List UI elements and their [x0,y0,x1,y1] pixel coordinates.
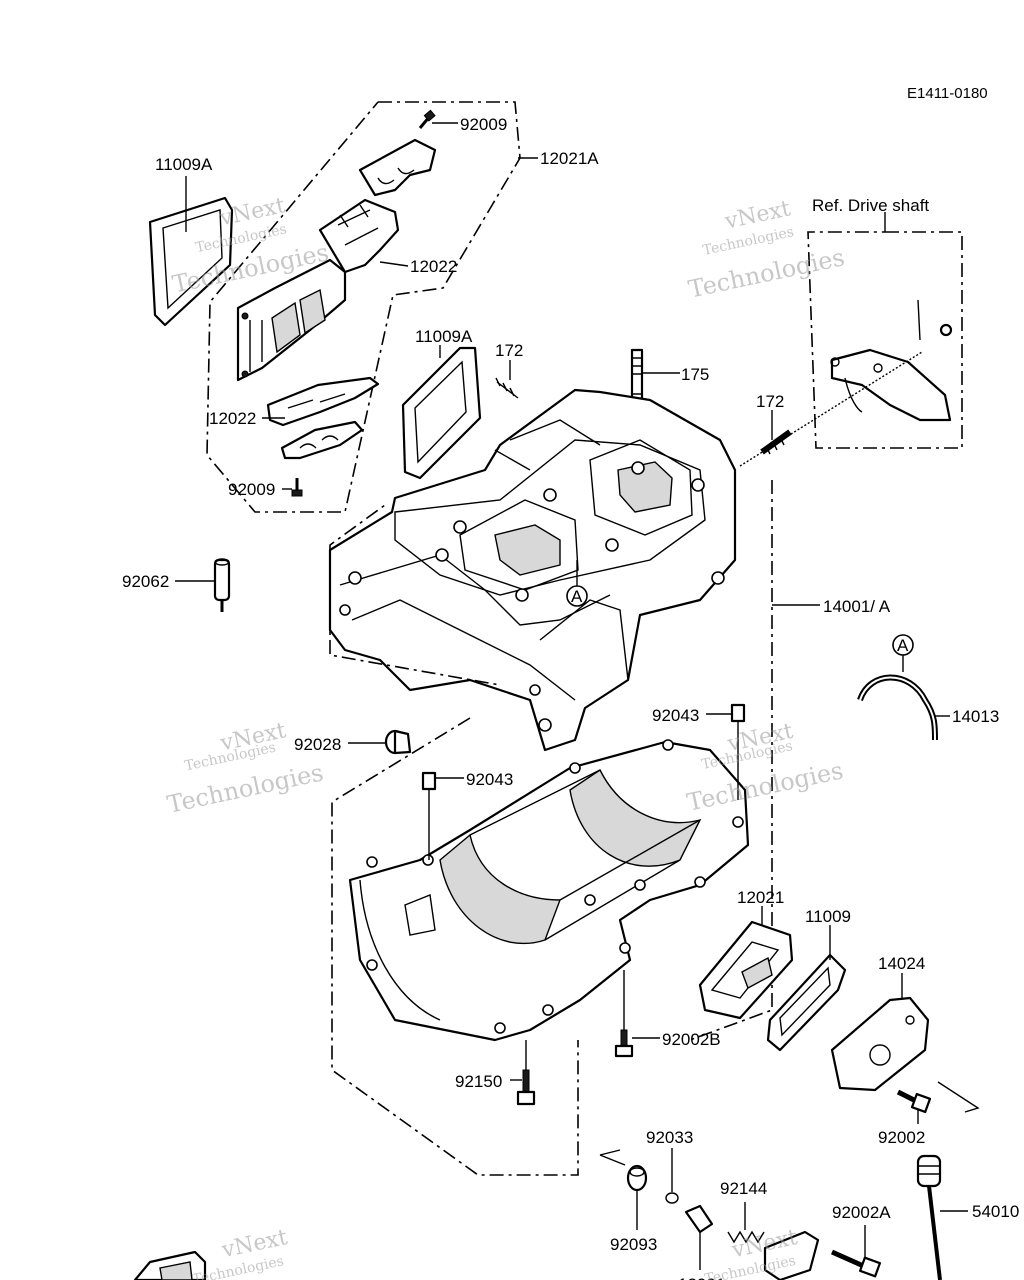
label-12021: 12021 [737,888,784,907]
label-54010: 54010 [972,1202,1019,1221]
plug-92028 [384,729,412,755]
label-12021A: 12021A [540,149,599,168]
reference-marker-a-upper: A [566,560,588,607]
label-12022-top: 12022 [410,257,457,276]
gasket-11009A-middle [401,346,482,480]
gasket-11009A-left [148,196,234,327]
label-92043-left: 92043 [466,770,513,789]
label-92002: 92002 [878,1128,925,1147]
label-11009: 11009 [805,907,851,926]
label-92093: 92093 [610,1235,657,1254]
crankcase-group-outline [329,480,773,1176]
label-14024: 14024 [878,954,925,973]
watermark-mid-left: vNext Technologies Technologies [165,718,326,819]
pin-92043-left [421,771,437,791]
cover-bottom-left-partial [133,1250,207,1280]
pin-92043-right [730,703,746,723]
upper-crankcase [328,388,737,752]
reed-valve-assembly-12021A [236,109,437,497]
circlip-92033 [665,1192,679,1204]
lever-partial [763,1230,820,1280]
label-92002A: 92002A [832,1203,891,1222]
cover-14024 [830,996,930,1092]
label-92144: 92144 [720,1179,767,1198]
dipstick-54010 [916,1154,942,1280]
label-92009-bottom: 92009 [228,480,275,499]
dowel-92062 [213,558,231,612]
label-14001A: 14001/ A [823,597,891,616]
label-92033: 92033 [646,1128,693,1147]
drive-shaft-reference [807,231,963,449]
bolt-92002A [830,1249,882,1278]
label-175: 175 [681,365,709,384]
spring-92144 [727,1230,765,1244]
reed-valve-group-outline [206,101,521,513]
watermark-bottom-left: vNext Technologies [191,1225,289,1280]
label-92043-right: 92043 [652,706,699,725]
bolt-92009-top [418,109,436,129]
reed-valve-12021 [698,920,794,1020]
callout-labels: 92009 12021A 11009A 12022 11009A 172 175… [122,115,1019,1280]
label-92028: 92028 [294,735,341,754]
direction-arrow-right [937,1081,980,1113]
seal-92093 [626,1164,648,1192]
label-11009A-middle: 11009A [415,327,473,346]
bolt-92002B [614,1029,634,1058]
label-92002B: 92002B [662,1030,721,1049]
svg-text:A: A [897,636,909,655]
plunger-12001-partial [684,1204,714,1234]
stud-172-right [760,429,792,455]
label-92150: 92150 [455,1072,502,1091]
label-172-right: 172 [756,392,784,411]
label-92009-top: 92009 [460,115,507,134]
diagram-code: E1411-0180 [907,85,988,102]
bolt-92002 [896,1089,932,1114]
svg-text:A: A [571,587,583,606]
label-12001-partial: 12001 [678,1275,725,1280]
label-92062: 92062 [122,572,169,591]
label-14013: 14013 [952,707,999,726]
label-ref-drive-shaft: Ref. Drive shaft [812,196,929,215]
lower-crankcase [348,739,750,1042]
leader-lines [175,122,968,1270]
thrust-ring-14013 [857,674,938,741]
bolt-92150 [516,1069,536,1106]
label-11009A-left: 11009A [155,155,213,174]
label-12022-bottom: 12022 [209,409,256,428]
stud-172-left [495,377,519,399]
label-172-left: 172 [495,341,523,360]
reference-marker-a-right: A [892,634,914,672]
bolt-92009-bottom [291,478,303,497]
direction-arrow-left [599,1149,626,1166]
